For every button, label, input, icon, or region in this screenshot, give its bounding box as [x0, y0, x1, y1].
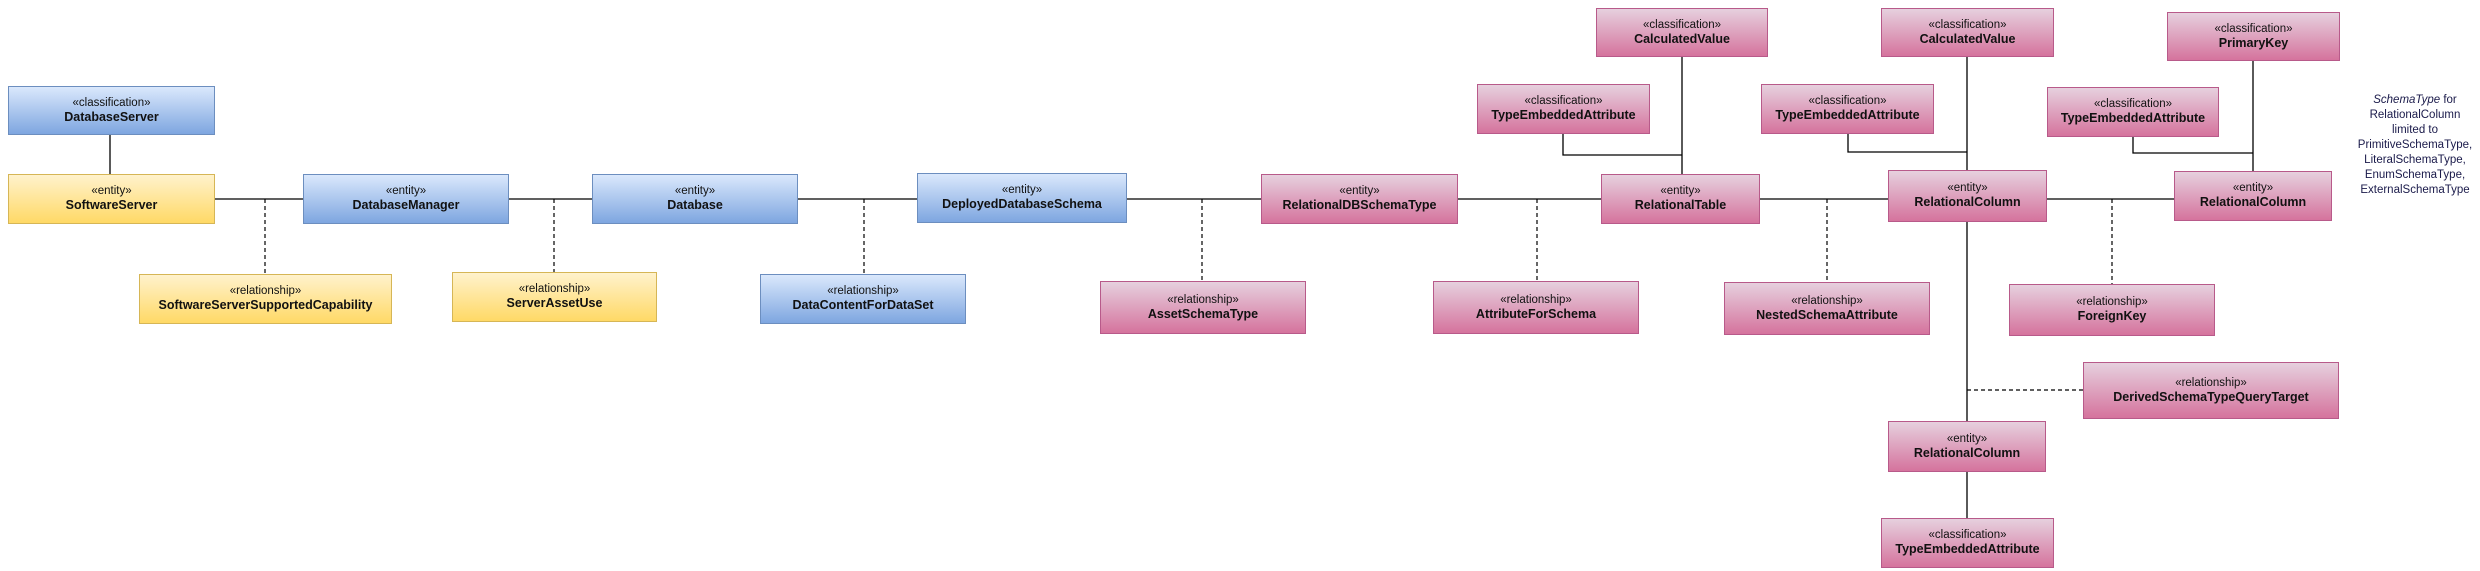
serverassetuse-relationship-box[interactable]: «relationship» ServerAssetUse	[452, 272, 657, 322]
note-line: RelationalColumn	[2369, 108, 2461, 121]
primarykey-classification-box[interactable]: «classification» PrimaryKey	[2167, 12, 2340, 61]
softwareserversupportedcapability-relationship-box[interactable]: «relationship» SoftwareServerSupportedCa…	[139, 274, 392, 324]
class-name: TypeEmbeddedAttribute	[1775, 108, 1920, 123]
note-line: ExternalSchemaType	[2360, 183, 2470, 196]
class-name: ServerAssetUse	[506, 296, 603, 311]
stereotype-label: «classification»	[1643, 18, 1721, 31]
database-entity-box[interactable]: «entity» Database	[592, 174, 798, 224]
class-name: SoftwareServerSupportedCapability	[158, 298, 373, 313]
stereotype-label: «classification»	[2214, 22, 2293, 35]
deployeddatabaseschema-entity-box[interactable]: «entity» DeployedDatabaseSchema	[917, 173, 1127, 223]
datacontentfordataset-relationship-box[interactable]: «relationship» DataContentForDataSet	[760, 274, 966, 324]
stereotype-label: «classification»	[72, 96, 151, 109]
stereotype-label: «entity»	[1001, 184, 1043, 196]
stereotype-label: «classification»	[1808, 95, 1887, 107]
databaseserver-classification-box[interactable]: «classification» DatabaseServer	[8, 86, 215, 135]
stereotype-label: «entity»	[674, 185, 716, 197]
softwareserver-entity-box[interactable]: «entity» SoftwareServer	[8, 174, 215, 224]
note-line: limited to	[2391, 123, 2439, 136]
assetschematype-relationship-box[interactable]: «relationship» AssetSchemaType	[1100, 281, 1306, 334]
stereotype-label: «classification»	[2094, 98, 2172, 110]
class-name: RelationalDBSchemaType	[1282, 198, 1437, 213]
stereotype-label: «entity»	[1660, 185, 1701, 197]
class-name: TypeEmbeddedAttribute	[1491, 108, 1636, 123]
class-name: TypeEmbeddedAttribute	[1895, 542, 2040, 557]
relationalcolumn-bottom-entity-box[interactable]: «entity» RelationalColumn	[1888, 421, 2046, 472]
stereotype-label: «relationship»	[518, 283, 591, 295]
typeembeddedattribute-table-classification-box[interactable]: «classification» TypeEmbeddedAttribute	[1477, 84, 1650, 134]
class-name: DatabaseManager	[352, 198, 460, 213]
class-name: TypeEmbeddedAttribute	[2060, 111, 2206, 126]
stereotype-label: «entity»	[1946, 432, 1988, 445]
class-name: RelationalTable	[1634, 198, 1727, 213]
note-first-line: SchemaType for	[2350, 93, 2480, 108]
stereotype-label: «relationship»	[1167, 293, 1239, 306]
class-name: RelationalColumn	[1914, 195, 2021, 210]
class-name: DeployedDatabaseSchema	[942, 197, 1102, 212]
stereotype-label: «entity»	[385, 185, 427, 197]
class-name: ForeignKey	[2077, 309, 2147, 324]
stereotype-label: «entity»	[2232, 182, 2274, 194]
note-text: for	[2440, 94, 2457, 106]
note-line: PrimitiveSchemaType,	[2357, 138, 2473, 151]
attributeforschema-relationship-box[interactable]: «relationship» AttributeForSchema	[1433, 281, 1639, 334]
foreignkey-relationship-box[interactable]: «relationship» ForeignKey	[2009, 284, 2215, 336]
class-name: NestedSchemaAttribute	[1756, 307, 1898, 322]
calculatedvalue-column-classification-box[interactable]: «classification» CalculatedValue	[1881, 8, 2054, 57]
relationalcolumn-right-entity-box[interactable]: «entity» RelationalColumn	[2174, 171, 2332, 221]
class-name: SoftwareServer	[65, 198, 158, 213]
schema-type-note: SchemaType for RelationalColumn limited …	[2350, 93, 2480, 198]
stereotype-label: «relationship»	[1791, 294, 1863, 307]
stereotype-label: «entity»	[1947, 182, 1988, 194]
class-name: PrimaryKey	[2218, 35, 2289, 50]
class-name: RelationalColumn	[1913, 445, 2021, 460]
note-line: EnumSchemaType,	[2364, 168, 2466, 181]
stereotype-label: «relationship»	[827, 285, 899, 297]
class-name: DerivedSchemaTypeQueryTarget	[2113, 389, 2309, 404]
class-name: AssetSchemaType	[1147, 306, 1259, 321]
relationaltable-entity-box[interactable]: «entity» RelationalTable	[1601, 174, 1760, 224]
note-emphasis: SchemaType	[2373, 94, 2441, 106]
nestedschemaattribute-relationship-box[interactable]: «relationship» NestedSchemaAttribute	[1724, 282, 1930, 335]
stereotype-label: «classification»	[1928, 529, 2007, 541]
stereotype-label: «relationship»	[2076, 296, 2148, 308]
stereotype-label: «relationship»	[1500, 293, 1572, 306]
derivedschematypequerytarget-relationship-box[interactable]: «relationship» DerivedSchemaTypeQueryTar…	[2083, 362, 2339, 419]
class-name: CalculatedValue	[1919, 31, 2016, 46]
class-name: AttributeForSchema	[1475, 306, 1597, 321]
relationaldbschematype-entity-box[interactable]: «entity» RelationalDBSchemaType	[1261, 174, 1458, 224]
class-name: RelationalColumn	[2199, 195, 2307, 210]
typeembeddedattribute-column-classification-box[interactable]: «classification» TypeEmbeddedAttribute	[1761, 84, 1934, 134]
stereotype-label: «relationship»	[2175, 376, 2247, 389]
class-name: Database	[667, 198, 723, 213]
class-name: DataContentForDataSet	[792, 298, 934, 313]
class-name: DatabaseServer	[64, 109, 159, 124]
relationalcolumn-main-entity-box[interactable]: «entity» RelationalColumn	[1888, 170, 2047, 222]
typeembeddedattribute-bottom-classification-box[interactable]: «classification» TypeEmbeddedAttribute	[1881, 518, 2054, 568]
stereotype-label: «classification»	[1928, 18, 2007, 31]
stereotype-label: «entity»	[91, 185, 132, 197]
typeembeddedattribute-right-classification-box[interactable]: «classification» TypeEmbeddedAttribute	[2047, 87, 2219, 137]
stereotype-label: «entity»	[1339, 185, 1380, 197]
databasemanager-entity-box[interactable]: «entity» DatabaseManager	[303, 174, 509, 224]
stereotype-label: «classification»	[1524, 95, 1603, 107]
stereotype-label: «relationship»	[229, 285, 302, 297]
class-name: CalculatedValue	[1634, 31, 1730, 46]
calculatedvalue-table-classification-box[interactable]: «classification» CalculatedValue	[1596, 8, 1768, 57]
note-line: LiteralSchemaType,	[2364, 153, 2466, 166]
